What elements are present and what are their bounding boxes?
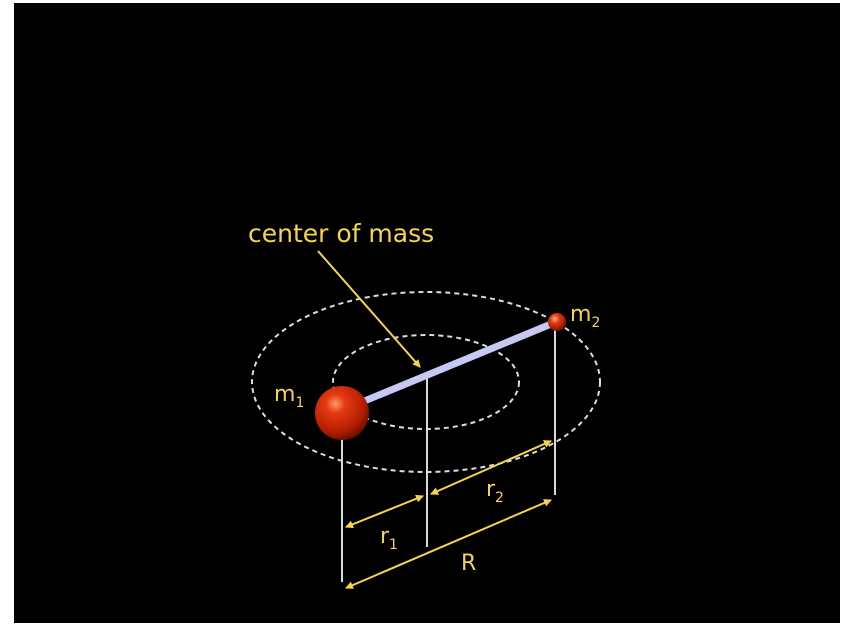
r1-label: r1 bbox=[380, 524, 398, 553]
mass-1-subscript: 1 bbox=[295, 395, 304, 411]
r2-arrow bbox=[430, 440, 552, 495]
r2-label: r2 bbox=[486, 477, 504, 506]
outer-orbit bbox=[251, 291, 601, 473]
mass-2-label: m2 bbox=[570, 302, 600, 331]
r1-subscript: 1 bbox=[389, 537, 398, 553]
center-of-mass-label: center of mass bbox=[248, 219, 434, 248]
mass-1-label: m1 bbox=[274, 382, 304, 411]
R-arrow bbox=[345, 499, 552, 589]
r1-arrow bbox=[345, 494, 424, 529]
connecting-rod bbox=[341, 318, 560, 413]
R-label: R bbox=[461, 551, 476, 576]
mass-1-sphere bbox=[315, 386, 369, 440]
center-of-mass-pointer bbox=[317, 250, 421, 368]
r2-subscript: 2 bbox=[495, 490, 504, 506]
mass-2-sphere bbox=[548, 313, 566, 331]
mass-2-subscript: 2 bbox=[591, 315, 600, 331]
